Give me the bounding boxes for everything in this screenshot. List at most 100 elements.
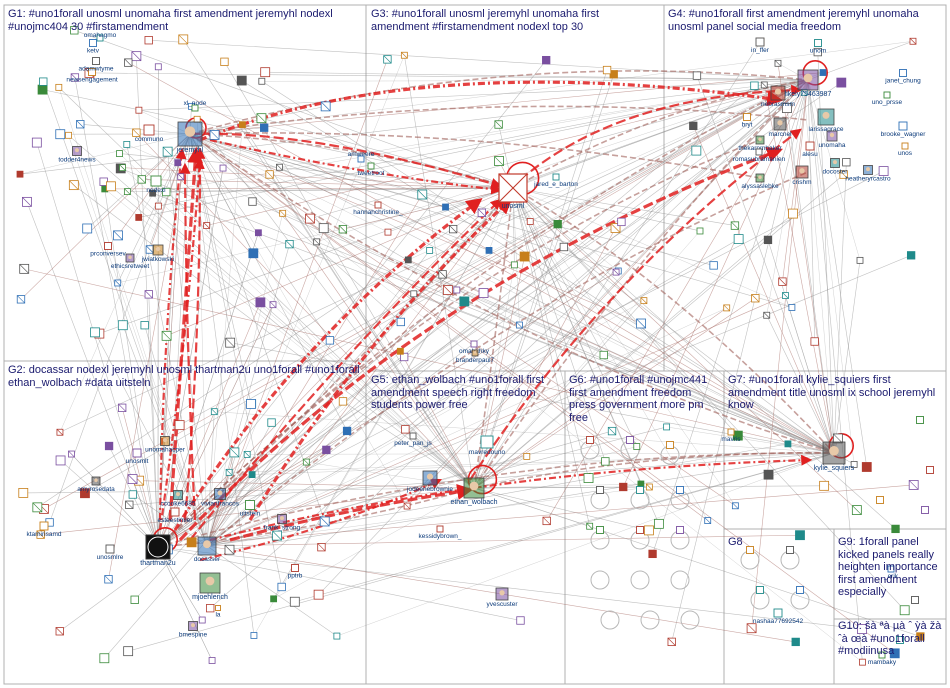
node-small[interactable] [784, 440, 792, 448]
node-unosmlt[interactable]: unosmlt [126, 448, 149, 465]
node-isolate[interactable] [666, 441, 674, 449]
node-nashaa77692542[interactable]: nashaa77692542 [753, 608, 804, 625]
node-small[interactable] [193, 115, 201, 123]
node-small[interactable] [691, 145, 702, 156]
node-amyrosedata[interactable]: amyrosedata [77, 476, 115, 493]
node-la[interactable]: la [215, 605, 221, 619]
node-isolate[interactable] [746, 546, 754, 554]
node-mavredouno[interactable]: mavredouno [469, 435, 506, 456]
node-small[interactable] [916, 632, 925, 641]
node-small[interactable] [619, 482, 628, 492]
node-bryt[interactable]: bryt [742, 113, 753, 129]
node-small[interactable] [123, 140, 131, 148]
node-small[interactable] [289, 596, 300, 607]
node-isolate[interactable] [796, 586, 804, 594]
node-small[interactable] [399, 352, 409, 362]
node-small[interactable] [453, 286, 461, 294]
node-heatheryrcastro[interactable]: heatheryrcastro [845, 165, 891, 183]
node-isolate[interactable] [596, 526, 604, 534]
node-small[interactable] [478, 288, 489, 298]
node-small[interactable] [270, 595, 278, 603]
node-small[interactable] [599, 350, 608, 360]
node-small[interactable] [732, 430, 743, 441]
node-small[interactable] [810, 337, 819, 346]
node-isolate[interactable] [676, 526, 684, 534]
node-small[interactable] [516, 616, 525, 625]
node-small[interactable] [90, 327, 100, 338]
node-small[interactable] [542, 55, 551, 65]
node-small[interactable] [689, 121, 698, 131]
node-small[interactable] [65, 131, 72, 139]
node-vivianfrancos[interactable]: vivianfrancos [201, 488, 240, 508]
node-small[interactable] [696, 227, 704, 235]
node-small[interactable] [82, 223, 93, 234]
node-unom[interactable]: unom [810, 39, 826, 55]
node-small[interactable] [248, 248, 259, 259]
node-small[interactable] [104, 441, 114, 451]
node-small[interactable] [16, 170, 24, 178]
node-small[interactable] [236, 75, 247, 86]
node-small[interactable] [819, 480, 830, 491]
node-small[interactable] [250, 632, 258, 639]
node-kylie-squiers[interactable]: kylie_squiers [814, 441, 855, 472]
node-bmespine[interactable]: bmespine [179, 621, 208, 639]
node-isolate[interactable] [636, 486, 644, 494]
node-small[interactable] [248, 197, 257, 206]
node-small[interactable] [842, 158, 851, 167]
node-small[interactable] [836, 77, 847, 88]
node-small[interactable] [617, 217, 626, 227]
node-isolate[interactable] [876, 496, 884, 504]
node-small[interactable] [135, 214, 143, 221]
node-isolate[interactable] [916, 416, 924, 424]
node-isolate[interactable] [921, 506, 929, 514]
node-ethan-wolbach[interactable]: ethan_wolbach [450, 477, 498, 506]
node-small[interactable] [819, 69, 827, 76]
node-thartman2u[interactable]: thartman2u [140, 534, 176, 567]
node-small[interactable] [186, 537, 197, 548]
node-small[interactable] [750, 81, 759, 90]
node-uno-prsse[interactable]: uno_prsse [872, 91, 903, 106]
node-small[interactable] [140, 321, 149, 330]
node-unomahacper[interactable]: unomahacper [145, 436, 186, 454]
node-small[interactable] [426, 247, 434, 254]
node-small[interactable] [906, 251, 916, 260]
node-small[interactable] [644, 525, 654, 536]
node-communo[interactable]: communo [135, 124, 164, 143]
node-small[interactable] [246, 399, 256, 409]
node-small[interactable] [459, 296, 470, 307]
node-isolate[interactable] [636, 526, 644, 534]
node-small[interactable] [154, 63, 162, 71]
node-small[interactable] [733, 234, 744, 244]
node-small[interactable] [559, 242, 569, 252]
node-small[interactable] [144, 36, 153, 45]
node-small[interactable] [878, 166, 889, 176]
node-small[interactable] [859, 658, 866, 666]
node-mavris[interactable]: mavris [721, 428, 741, 443]
node-in-ffer[interactable]: in_ffer [751, 37, 770, 54]
node-small[interactable] [788, 304, 796, 311]
node-jared-e-barton[interactable]: jared_e_barton [533, 173, 578, 188]
node-alesu[interactable]: alesu [802, 141, 818, 158]
node-xl-node[interactable]: xl_node [184, 100, 207, 112]
node-isolate[interactable] [596, 486, 604, 494]
node-alyssaslebke[interactable]: alyssaslebke [741, 173, 779, 190]
node-small[interactable] [553, 220, 562, 229]
node-ktamirisamd[interactable]: ktamirisamd [26, 521, 62, 538]
node-small[interactable] [410, 290, 418, 298]
node-isolate[interactable] [626, 436, 634, 444]
node-small[interactable] [116, 150, 123, 158]
node-romasubramanien[interactable]: romasubramanien [733, 148, 786, 163]
node-small[interactable] [70, 26, 79, 35]
node-jodeenebrownie[interactable]: jodeenebrownie [406, 470, 453, 493]
node-small[interactable] [442, 203, 449, 211]
node-larissagrace[interactable]: larissagrace [808, 108, 844, 133]
node-isolate[interactable] [786, 546, 794, 554]
node-small[interactable] [130, 595, 139, 604]
node-unosmlre[interactable]: unosmlre [97, 544, 124, 561]
node-small[interactable] [220, 57, 229, 66]
node-small[interactable] [277, 582, 286, 592]
node-small[interactable] [55, 455, 66, 466]
node-esteestimler[interactable]: esteestimler [157, 507, 193, 524]
node-small[interactable] [850, 461, 858, 468]
node-small[interactable] [609, 70, 618, 79]
